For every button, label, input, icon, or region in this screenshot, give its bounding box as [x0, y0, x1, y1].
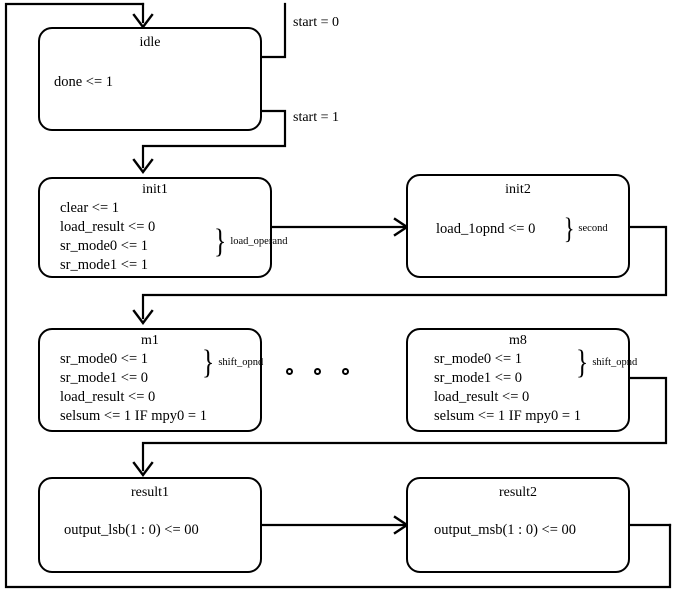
action-line: sr_mode1 <= 1: [60, 257, 149, 273]
group-brace-icon: }: [202, 344, 215, 381]
state-node-m1[interactable]: m1 sr_mode0 <= 1 sr_mode1 <= 0 load_resu…: [38, 328, 264, 432]
dot-icon: [314, 368, 321, 375]
edge-label-start1: start = 1: [293, 110, 339, 125]
edge-m8-result1: [141, 376, 668, 472]
continuation-dots: [286, 368, 349, 375]
state-actions-result2: output_msb(1 : 0) <= 00: [434, 521, 576, 540]
action-line: selsum <= 1 IF mpy0 = 1: [434, 408, 581, 424]
action-group-m1: } shift_opnd: [200, 344, 264, 381]
action-line: load_result <= 0: [434, 389, 530, 405]
action-line: sr_mode0 <= 1: [60, 238, 149, 254]
state-title-init1: init1: [142, 182, 168, 197]
action-line: clear <= 1: [60, 200, 120, 216]
action-line: sr_mode1 <= 0: [60, 370, 149, 386]
group-label: second: [578, 223, 608, 234]
group-label: shift_opnd: [218, 357, 264, 368]
arrowhead-into-result1: [132, 461, 154, 477]
edge-result2-idle: [4, 2, 672, 589]
action-group-m8: } shift_opnd: [574, 344, 638, 381]
state-node-m8[interactable]: m8 sr_mode0 <= 1 sr_mode1 <= 0 load_resu…: [406, 328, 637, 432]
state-actions-idle: done <= 1: [54, 73, 113, 92]
edge-idle-init1-start1: [141, 109, 287, 169]
state-node-idle[interactable]: idle done <= 1: [38, 27, 262, 131]
state-actions-init2: load_1opnd <= 0: [436, 220, 535, 239]
state-node-result2[interactable]: result2 output_msb(1 : 0) <= 00: [406, 477, 630, 573]
state-node-init2[interactable]: init2 load_1opnd <= 0 } second: [406, 174, 630, 278]
state-node-init1[interactable]: init1 clear <= 1 load_result <= 0 sr_mod…: [38, 177, 287, 278]
action-group-init1: } load_operand: [212, 223, 288, 260]
state-actions-init1: clear <= 1 load_result <= 0 sr_mode0 <= …: [60, 199, 155, 275]
state-actions-m8: sr_mode0 <= 1 sr_mode1 <= 0 load_result …: [434, 350, 581, 426]
arrowhead-into-m1: [132, 309, 154, 325]
group-brace-icon: }: [576, 344, 589, 381]
action-line: output_msb(1 : 0) <= 00: [434, 522, 577, 538]
state-title-result1: result1: [130, 485, 170, 500]
arrowhead-into-init1: [132, 158, 154, 174]
action-line: sr_mode0 <= 1: [434, 351, 523, 367]
group-label: shift_opnd: [592, 357, 638, 368]
action-line: selsum <= 1 IF mpy0 = 1: [60, 408, 207, 424]
action-line: done <= 1: [54, 74, 114, 90]
state-actions-m1: sr_mode0 <= 1 sr_mode1 <= 0 load_result …: [60, 350, 207, 426]
state-title-init2: init2: [505, 182, 531, 197]
state-title-result2: result2: [498, 485, 538, 500]
group-label: load_operand: [230, 236, 288, 247]
state-node-result1[interactable]: result1 output_lsb(1 : 0) <= 00: [38, 477, 262, 573]
group-brace-icon: }: [563, 212, 575, 245]
state-title-m8: m8: [509, 333, 527, 348]
state-actions-result1: output_lsb(1 : 0) <= 00: [64, 521, 199, 540]
action-line: load_result <= 0: [60, 389, 156, 405]
edge-init2-m1: [141, 225, 668, 320]
dot-icon: [286, 368, 293, 375]
action-line: load_1opnd <= 0: [436, 221, 536, 237]
group-brace-icon: }: [214, 223, 227, 260]
edge-label-start0: start = 0: [293, 15, 339, 30]
state-title-m1: m1: [141, 333, 159, 348]
action-line: output_lsb(1 : 0) <= 00: [64, 522, 199, 538]
action-line: sr_mode1 <= 0: [434, 370, 523, 386]
edge-idle-self-start0: [260, 2, 287, 59]
action-line: load_result <= 0: [60, 219, 156, 235]
action-group-init2: } second: [562, 212, 608, 245]
action-line: sr_mode0 <= 1: [60, 351, 149, 367]
dot-icon: [342, 368, 349, 375]
state-title-idle: idle: [139, 35, 161, 50]
